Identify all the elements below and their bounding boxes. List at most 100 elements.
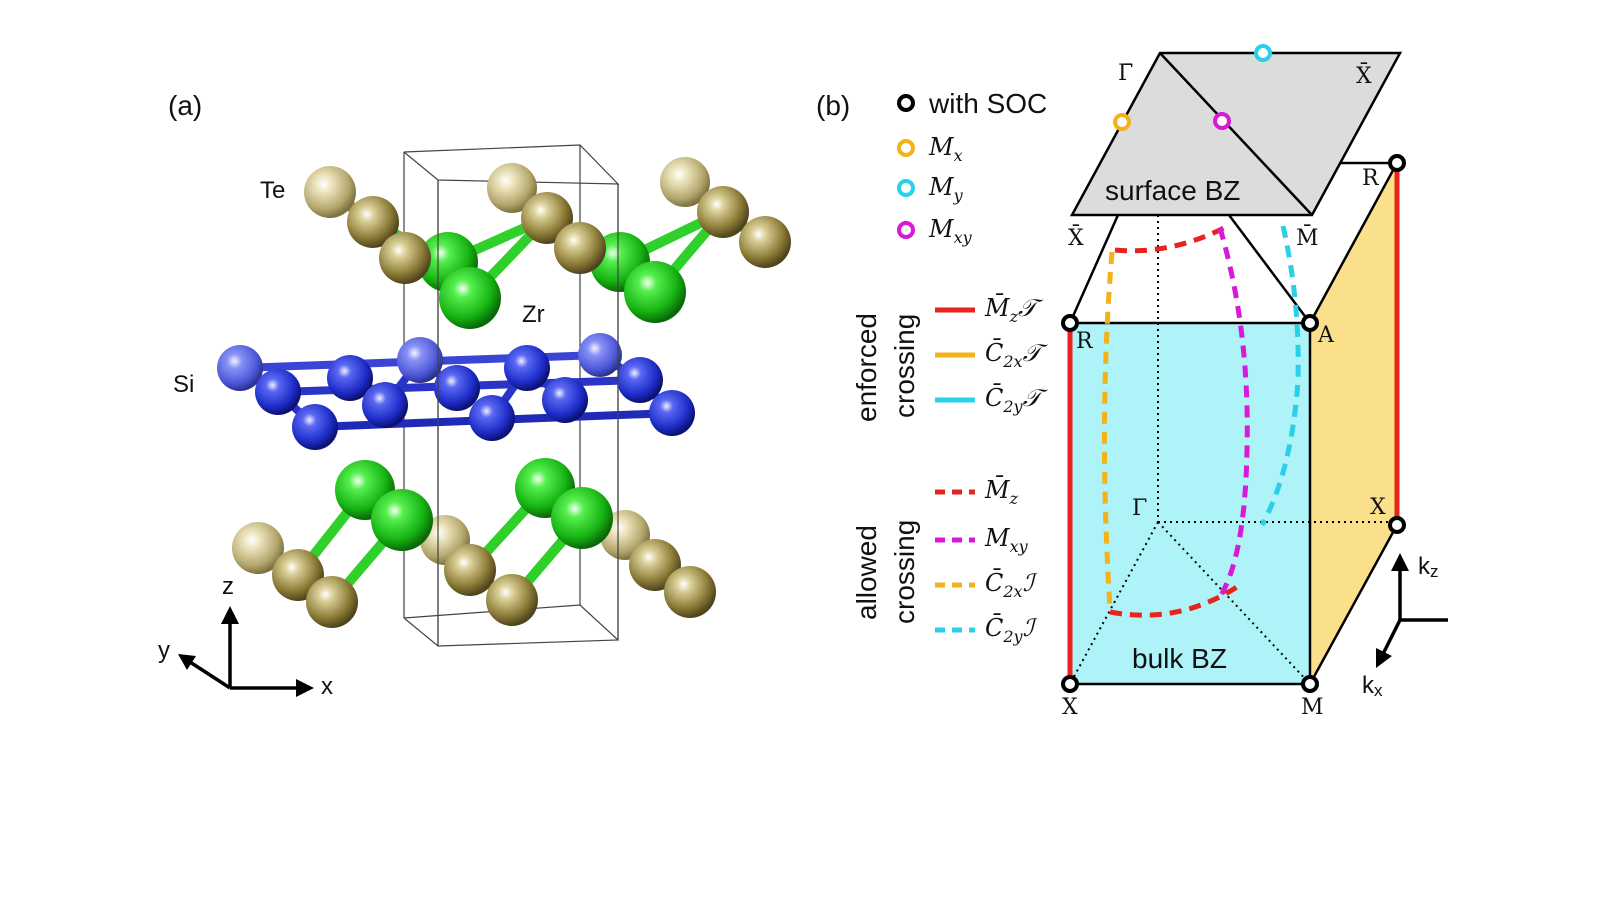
point-x-right <box>1388 516 1406 534</box>
surface-bz: surface BZ Γ̄ X̄ X̄ M̄ <box>1068 44 1403 251</box>
bulk-bz-front-face <box>1070 323 1310 684</box>
mx-sub: x <box>954 146 963 165</box>
x-axis-label: x <box>321 673 333 700</box>
bulk-bz-label: bulk BZ <box>1132 643 1227 674</box>
crossing-c2y <box>1259 225 1301 527</box>
te-atom <box>486 574 538 626</box>
y-axis-label: y <box>158 637 170 664</box>
allowed-mz-sub: z <box>1009 489 1019 508</box>
allowed-title-1: allowed <box>851 525 882 620</box>
allowed-c2y-tail: ℐ <box>1023 614 1038 642</box>
si-atom <box>255 369 301 415</box>
surface-mxy-marker <box>1213 112 1231 130</box>
panel-b-label: (b) <box>816 90 850 121</box>
si-layer-atoms <box>217 333 695 450</box>
allowed-c2x-label: C̄ <box>985 569 1003 597</box>
svg-text:My: My <box>928 173 964 205</box>
allowed-c2x-tail: ℐ <box>1023 569 1038 597</box>
allowed-legend: M̄z Mxy C̄2xℐ C̄2yℐ <box>935 476 1038 646</box>
bulk-bz-side-face <box>1310 163 1397 684</box>
si-atom <box>397 337 443 383</box>
si-atom <box>578 333 622 377</box>
enforced-c2y-tail: 𝒯 <box>1023 384 1049 412</box>
te-atom <box>521 192 573 244</box>
zr-label: Zr <box>522 301 545 328</box>
te-atom <box>487 163 537 213</box>
crossing-mxy <box>1215 227 1250 602</box>
enforced-c2x-label: C̄ <box>985 339 1003 367</box>
te-atom <box>379 232 431 284</box>
label-a: A <box>1317 323 1335 348</box>
te-atom <box>629 539 681 591</box>
label-x-right: X <box>1370 495 1386 520</box>
panel-a: (a) <box>158 90 791 700</box>
svg-text:M̄z: M̄z <box>984 476 1019 508</box>
te-atom <box>739 216 791 268</box>
z-axis-label: z <box>222 573 234 600</box>
allowed-mxy-label: M <box>984 524 1011 552</box>
bottom-layer-atoms <box>232 458 716 628</box>
kx-label: k <box>1362 672 1375 699</box>
enforced-c2x-sub: 2x <box>1002 352 1022 371</box>
svg-text:Mx: Mx <box>928 133 963 165</box>
surface-mx-marker <box>1113 113 1131 131</box>
svg-text:C̄2x𝒯: C̄2x𝒯 <box>985 339 1049 371</box>
te-atom <box>660 157 710 207</box>
mx-marker <box>897 139 915 157</box>
allowed-c2x-sub: 2x <box>1002 582 1022 601</box>
te-atom <box>347 196 399 248</box>
svg-text:C̄2y𝒯: C̄2y𝒯 <box>985 384 1049 416</box>
label-r-top: R <box>1362 166 1380 191</box>
soc-marker <box>897 94 915 112</box>
zr-atom <box>439 267 501 329</box>
te-atom <box>554 222 606 274</box>
si-atom <box>617 357 663 403</box>
te-atom <box>444 544 496 596</box>
surface-my-marker <box>1254 44 1272 62</box>
label-m: M <box>1301 695 1324 720</box>
top-layer-atoms <box>304 157 791 329</box>
enforced-mz-tail: 𝒯 <box>1018 294 1044 322</box>
allowed-mz-label: M̄ <box>984 476 1011 504</box>
si-atom <box>504 345 550 391</box>
allowed-title-2: crossing <box>889 520 920 624</box>
svg-text:Mxy: Mxy <box>984 524 1029 556</box>
allowed-c2y-sub: 2y <box>1002 627 1023 646</box>
kz-sub: z <box>1430 562 1439 581</box>
te-atom <box>232 522 284 574</box>
zr-atom <box>551 487 613 549</box>
label-x-bar-top: X̄ <box>1356 62 1372 89</box>
mxy-marker <box>897 221 915 239</box>
kz-label: k <box>1418 553 1431 580</box>
si-atom <box>469 395 515 441</box>
enforced-mz-label: M̄ <box>984 294 1011 322</box>
unit-cell-front <box>437 180 619 646</box>
crossing-c2x <box>1101 251 1115 609</box>
point-r-top <box>1388 154 1406 172</box>
enforced-mz-sub: z <box>1009 307 1019 326</box>
enforced-c2y-label: C̄ <box>985 384 1003 412</box>
te-atom <box>304 166 356 218</box>
k-axes <box>1376 553 1448 668</box>
surface-bz-label: surface BZ <box>1105 175 1240 206</box>
enforced-title-2: crossing <box>889 314 920 418</box>
svg-text:kx: kx <box>1362 672 1383 700</box>
panel-a-label: (a) <box>168 90 202 121</box>
legend-soc: with SOC <box>897 88 1047 119</box>
xyz-axes <box>178 606 314 697</box>
svg-text:kz: kz <box>1418 553 1439 581</box>
svg-text:Mxy: Mxy <box>928 215 973 247</box>
si-atom <box>649 390 695 436</box>
svg-text:M̄z𝒯: M̄z𝒯 <box>984 294 1044 326</box>
te-atom <box>664 566 716 618</box>
si-atom <box>217 345 263 391</box>
si-atom <box>292 404 338 450</box>
allowed-mxy-sub: xy <box>1010 537 1029 556</box>
label-gamma-bar: Γ̄ <box>1118 61 1133 86</box>
panel-b: (b) with SOC Mx My Mxy enforced crossing… <box>816 44 1448 720</box>
si-atom <box>362 382 408 428</box>
crossing-mz-top <box>1114 225 1226 254</box>
bulk-bz: bulk BZ R R A Γ X X M <box>1061 154 1406 720</box>
si-atom <box>542 377 588 423</box>
